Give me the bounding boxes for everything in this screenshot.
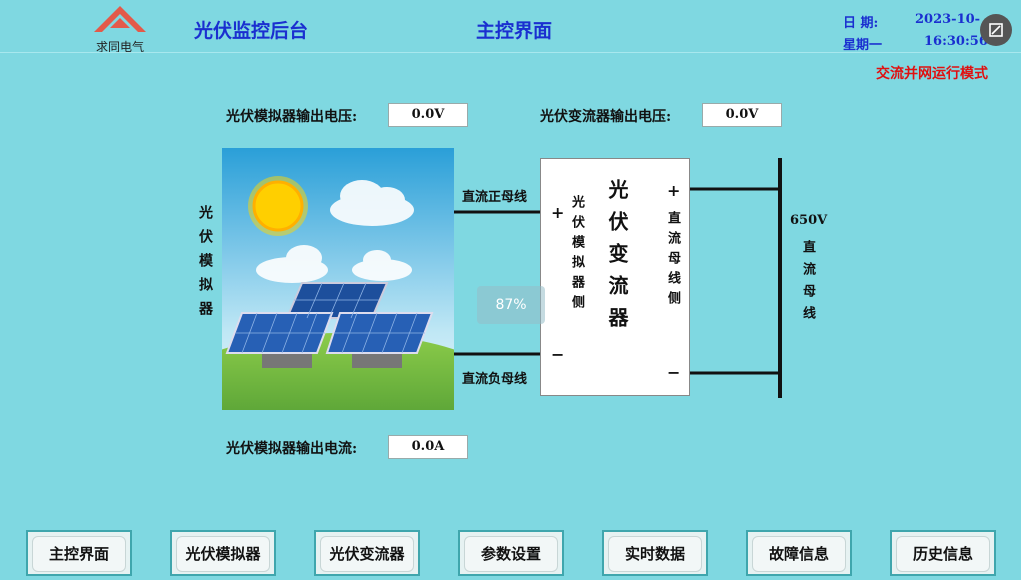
screenshot-overlay-icon[interactable] (980, 14, 1012, 46)
nav-button-label: 光伏变流器 (320, 536, 414, 572)
logo: 求同电气 (88, 4, 152, 54)
nav-fault-info-button[interactable]: 故障信息 (746, 530, 852, 576)
nav-button-label: 故障信息 (752, 536, 846, 572)
inverter-block[interactable]: + − 光伏模拟器侧 光伏变流器 + 直流母线侧 − (540, 158, 690, 396)
inverter-title: 光伏变流器 (605, 179, 629, 339)
nav-history-info-button[interactable]: 历史信息 (890, 530, 996, 576)
cloud-icon (256, 180, 414, 283)
zoom-level-overlay: 87% (477, 286, 545, 324)
nav-button-label: 参数设置 (464, 536, 558, 572)
nav-button-label: 主控界面 (32, 536, 126, 572)
right-minus-sign: − (667, 363, 681, 382)
nav-main-control-button[interactable]: 主控界面 (26, 530, 132, 576)
app-title: 光伏监控后台 (194, 20, 309, 42)
date-value: 2023-10- (915, 12, 981, 27)
date-label: 日 期: (843, 16, 879, 31)
dc-positive-bus-label: 直流正母线 (462, 190, 528, 205)
logo-label: 求同电气 (95, 40, 144, 54)
inverter-voltage-label: 光伏变流器输出电压: (540, 109, 672, 125)
nav-realtime-data-button[interactable]: 实时数据 (602, 530, 708, 576)
simulator-voltage-value: 0.0V (388, 103, 468, 127)
nav-parameter-settings-button[interactable]: 参数设置 (458, 530, 564, 576)
inverter-voltage-value: 0.0V (702, 103, 782, 127)
simulator-current-value: 0.0A (388, 435, 468, 459)
sun-icon (248, 176, 308, 236)
nav-pv-inverter-button[interactable]: 光伏变流器 (314, 530, 420, 576)
weekday-label: 星期一 (843, 38, 883, 53)
inverter-left-side-label: 光伏模拟器侧 (569, 195, 584, 315)
left-minus-sign: − (551, 345, 565, 364)
nav-button-label: 实时数据 (608, 536, 702, 572)
inverter-right-side-label: 直流母线侧 (665, 211, 680, 311)
dc-bus-voltage: 650V (790, 213, 828, 228)
simulator-voltage-label: 光伏模拟器输出电压: (226, 109, 358, 125)
time-value: 16:30:56 (924, 34, 988, 49)
logo-icon (94, 6, 146, 32)
header-divider (0, 52, 1021, 53)
panel-array-icon (225, 282, 434, 368)
nav-pv-simulator-button[interactable]: 光伏模拟器 (170, 530, 276, 576)
dc-bus-label: 直流母线 (800, 240, 815, 328)
dc-negative-bus-label: 直流负母线 (462, 372, 528, 387)
page-title: 主控界面 (476, 20, 553, 42)
nav-button-label: 光伏模拟器 (176, 536, 270, 572)
simulator-current-label: 光伏模拟器输出电流: (226, 441, 358, 457)
simulator-side-label: 光伏模拟器 (197, 205, 213, 325)
mode-status: 交流并网运行模式 (876, 66, 988, 82)
nav-button-label: 历史信息 (896, 536, 990, 572)
left-plus-sign: + (551, 203, 565, 222)
right-plus-sign: + (667, 181, 681, 200)
